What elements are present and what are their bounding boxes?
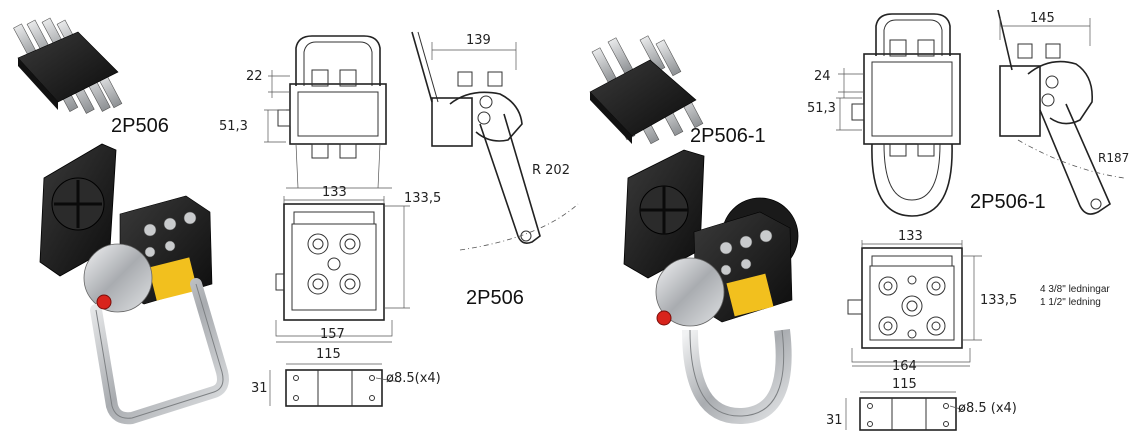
model-label-photo-left: 2P506: [111, 115, 169, 137]
dim-hole-label-left: ø8.5(x4): [386, 371, 441, 386]
dim-front-width-right: 133: [861, 229, 963, 248]
dim-arm-width-right: 145: [999, 11, 1091, 46]
side-view-drawing-right: [997, 9, 1125, 215]
dim-24-label: 24: [814, 69, 831, 84]
dim-133-5-label-left: 133,5: [404, 191, 441, 206]
dim-front-height-right: 133,5: [962, 255, 1017, 341]
dim-139-label: 139: [466, 33, 491, 48]
hose-note-line-2: 1 1/2" ledning: [1040, 297, 1101, 308]
side-view-drawing-left: [411, 31, 579, 251]
dim-front-width-left: 133: [283, 185, 385, 204]
coupling-unit-photo-right: [623, 149, 799, 424]
bottom-view-drawing-left: [275, 203, 393, 337]
hose-note-line-1: 4 3/8" ledningar: [1040, 284, 1110, 295]
model-label-drawing-left: 2P506: [466, 287, 524, 309]
dim-133-label-left: 133: [322, 185, 347, 200]
dim-51-3-label: 51,3: [219, 119, 248, 134]
dim-arm-width-left: 139: [431, 33, 517, 70]
dim-22-label: 22: [246, 69, 263, 84]
dim-115-label-right: 115: [892, 377, 917, 392]
dim-front-height-left: 133,5: [384, 191, 441, 309]
front-view-drawing-right: [851, 13, 961, 217]
bottom-view-drawing-right: [847, 247, 971, 363]
coupling-photo-left: [13, 17, 123, 114]
dim-hole-label-right: ø8.5 (x4): [958, 401, 1017, 416]
dim-115-label-left: 115: [316, 347, 341, 362]
dim-157-label: 157: [320, 327, 345, 342]
dim-133-5-label-right: 133,5: [980, 293, 1017, 308]
dim-164-label: 164: [892, 359, 917, 374]
dim-top-offset-left: 22: [246, 69, 290, 98]
dim-top-offset-right: 24: [814, 68, 864, 98]
coupling-unit-photo-left: [39, 143, 229, 425]
dim-133-label-right: 133: [898, 229, 923, 244]
dim-base-width-left: 157: [276, 327, 392, 343]
coupling-photo-right: [589, 35, 704, 145]
dim-radius-label-left: R 202: [532, 163, 570, 178]
dim-31-label-left: 31: [251, 381, 268, 396]
model-label-photo-right: 2P506-1: [690, 125, 766, 147]
model-label-drawing-right: 2P506-1: [970, 191, 1046, 213]
dim-side-height-right: 51,3: [807, 97, 862, 131]
dim-51-3-label-right: 51,3: [807, 101, 836, 116]
dim-radius-label-right: R187: [1098, 151, 1129, 165]
front-view-drawing-left: [277, 35, 392, 189]
dim-side-height-left: 51,3: [219, 109, 286, 143]
dim-145-label: 145: [1030, 11, 1055, 26]
mount-plate-drawing-left: [269, 363, 401, 407]
mount-plate-drawing-right: [845, 391, 965, 431]
dim-31-label-right: 31: [826, 413, 843, 428]
dim-base-width-right: 164: [852, 359, 970, 374]
